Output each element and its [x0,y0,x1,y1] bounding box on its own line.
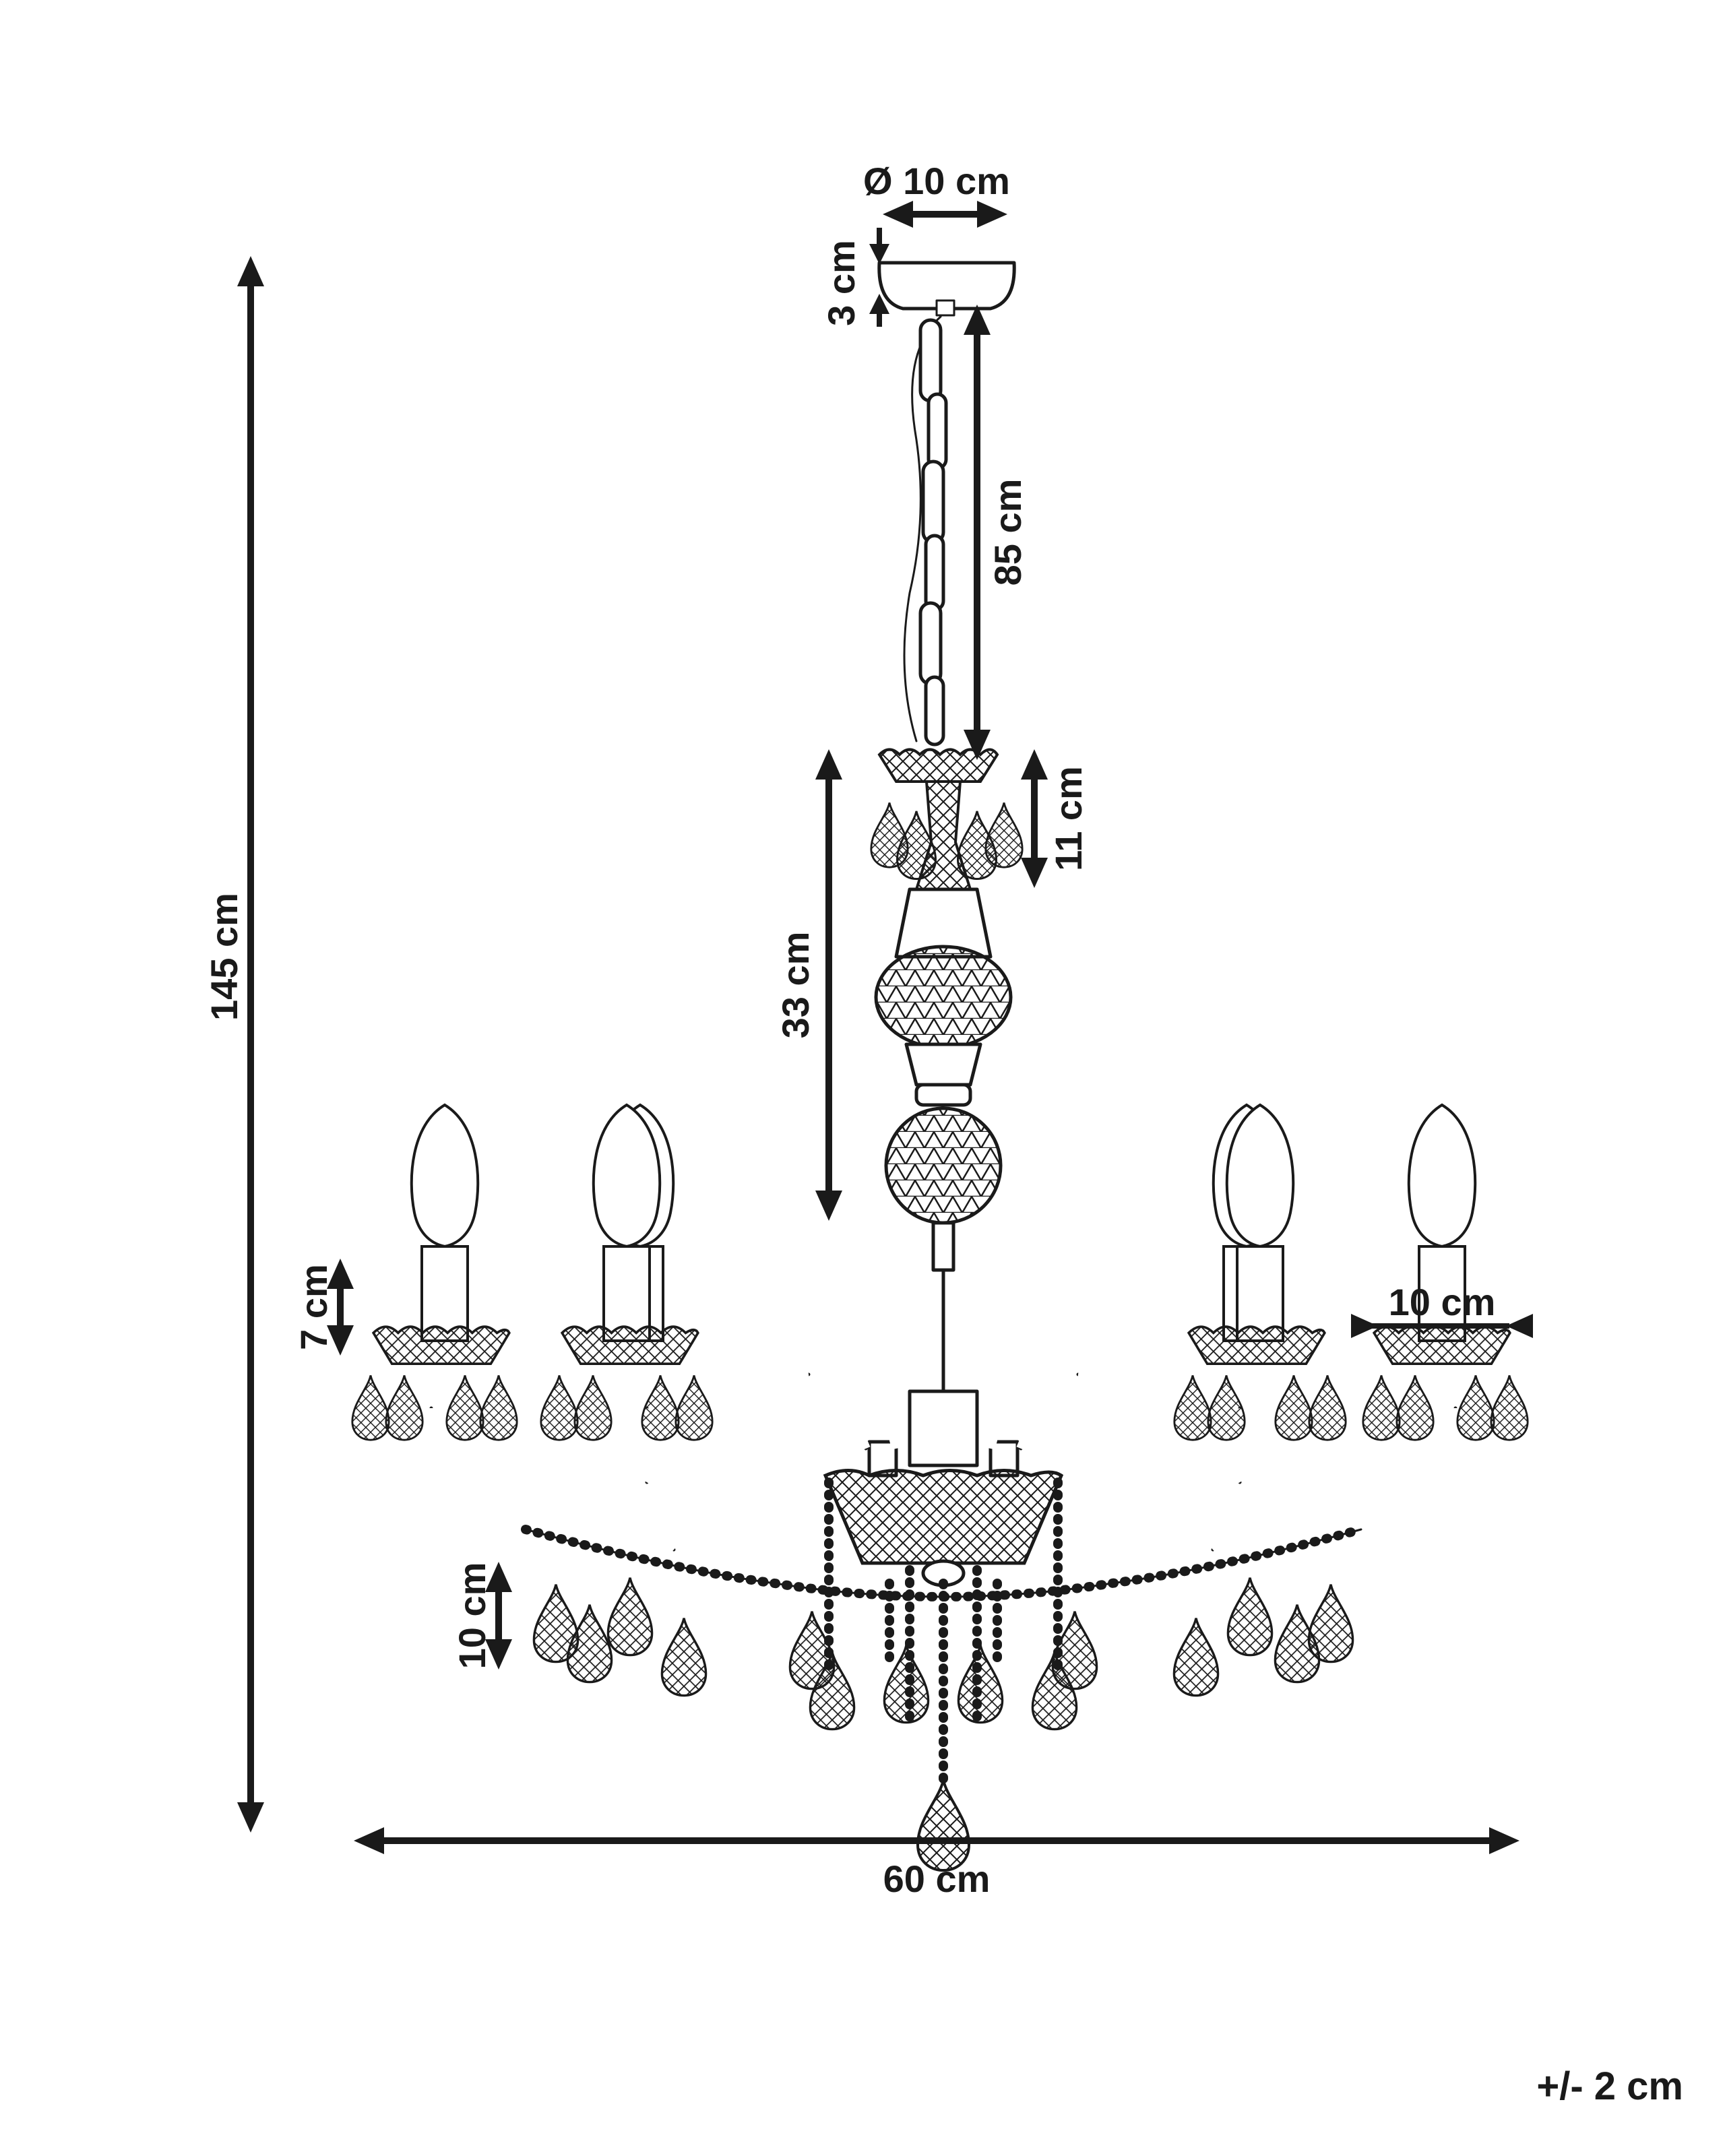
top-cup-height-label: 11 cm [1047,766,1090,871]
central-column [874,780,1013,1467]
bead-garland [521,1478,1366,1790]
candle-height-label: 7 cm [292,1264,335,1350]
canopy-diameter-label: Ø 10 cm [863,160,1010,202]
candle-height-arrow [327,1259,354,1356]
pendant-height-arrow [485,1562,512,1670]
column-height-label: 33 cm [774,932,817,1039]
total-height-arrow [237,256,264,1833]
cup-width-arrow [1351,1314,1533,1338]
chain-length-label: 85 cm [986,479,1029,586]
chandelier-drawing [351,261,1529,1872]
suspension-chain [903,315,948,747]
total-width-label: 60 cm [883,1858,991,1900]
canopy-height-arrow [869,228,889,327]
top-crown-cup [870,748,1024,881]
total-width-arrow [354,1827,1519,1854]
arms [427,1366,1460,1564]
central-bowl [823,1440,1064,1587]
dimension-labels: Ø 10 cm 3 cm 85 cm 11 cm 33 cm 145 cm 7 … [203,160,1495,1900]
chain-length-arrow [964,305,991,760]
tolerance-note: +/- 2 cm [1536,2064,1683,2108]
total-height-label: 145 cm [203,893,245,1021]
canopy-height-label: 3 cm [820,240,862,326]
pendant-height-label: 10 cm [451,1562,493,1670]
column-height-arrow [815,749,842,1221]
ceiling-canopy [877,261,1016,317]
canopy-diameter-arrow [883,201,1007,228]
top-cup-height-arrow [1021,749,1048,888]
cup-width-label: 10 cm [1389,1281,1496,1323]
dimension-lines [237,201,1533,1854]
